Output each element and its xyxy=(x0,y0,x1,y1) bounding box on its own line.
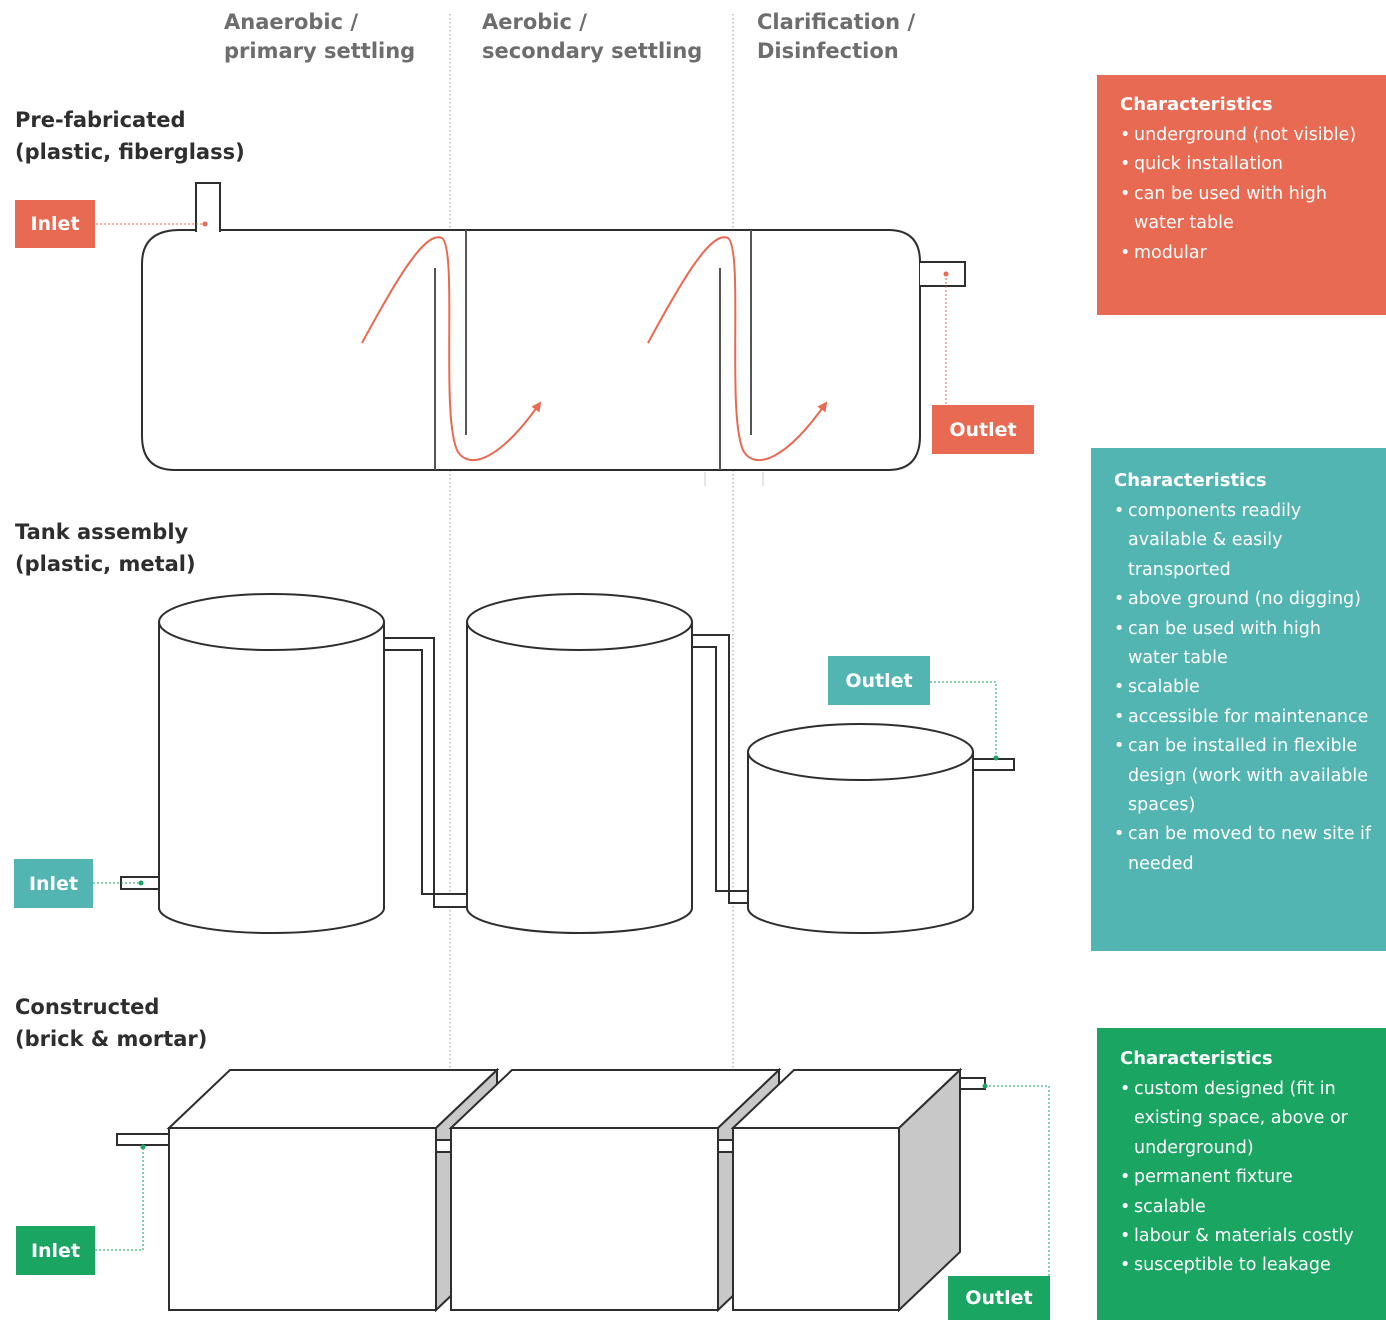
flow-arrow-2 xyxy=(647,236,828,461)
assembly-inlet-tag: Inlet xyxy=(14,859,93,908)
section-title-constructed: Constructed (brick & mortar) xyxy=(15,991,207,1055)
characteristics-list: underground (not visible) quick installa… xyxy=(1120,121,1374,268)
prefabricated-tank xyxy=(141,182,966,486)
section-title-line: Tank assembly xyxy=(15,520,189,544)
stage-header-clarification: Clarification / Disinfection xyxy=(757,8,915,66)
stage-header-anaerobic: Anaerobic / primary settling xyxy=(224,8,415,66)
characteristic-item: accessible for maintenance xyxy=(1114,703,1376,733)
section-title-line: (brick & mortar) xyxy=(15,1027,208,1051)
characteristic-item: can be used with high water table xyxy=(1120,180,1374,239)
characteristics-list: components readily available & easily tr… xyxy=(1114,497,1376,879)
characteristic-item: components readily available & easily tr… xyxy=(1114,497,1376,585)
stage-header-line: primary settling xyxy=(224,39,416,63)
constructed-chambers xyxy=(116,1067,986,1313)
characteristic-item: scalable xyxy=(1114,673,1376,703)
prefab-inlet-pipe xyxy=(195,182,221,232)
characteristic-item: can be moved to new site if needed xyxy=(1114,820,1376,879)
characteristic-item: permanent fixture xyxy=(1120,1163,1380,1193)
section-title-line: Constructed xyxy=(15,995,160,1019)
constructed-inlet-tag: Inlet xyxy=(16,1226,95,1275)
characteristic-item: quick installation xyxy=(1120,150,1374,180)
characteristics-card-prefabricated: Characteristics underground (not visible… xyxy=(1097,75,1386,315)
characteristics-title: Characteristics xyxy=(1120,1048,1273,1069)
characteristic-item: labour & materials costly xyxy=(1120,1222,1380,1252)
characteristic-item: modular xyxy=(1120,239,1374,269)
stage-header-line: Anaerobic / xyxy=(224,10,359,34)
assembly-outlet-tag: Outlet xyxy=(828,656,930,705)
prefab-inlet-tag: Inlet xyxy=(15,200,95,248)
section-title-prefabricated: Pre-fabricated (plastic, fiberglass) xyxy=(15,104,245,168)
section-title-line: Pre-fabricated xyxy=(15,108,186,132)
section-title-line: (plastic, fiberglass) xyxy=(15,140,245,164)
tank-assembly xyxy=(120,593,1015,934)
flow-arrow-1 xyxy=(361,236,542,461)
characteristic-item: scalable xyxy=(1120,1193,1380,1223)
characteristics-title: Characteristics xyxy=(1120,94,1273,115)
stage-header-line: Clarification / xyxy=(757,10,916,34)
characteristics-card-tank-assembly: Characteristics components readily avail… xyxy=(1091,448,1386,951)
constructed-outlet-tag: Outlet xyxy=(948,1276,1050,1320)
stage-header-line: secondary settling xyxy=(482,39,703,63)
characteristic-item: susceptible to leakage xyxy=(1120,1251,1380,1281)
characteristics-list: custom designed (fit in existing space, … xyxy=(1120,1075,1380,1281)
characteristic-item: can be used with high water table xyxy=(1114,615,1376,674)
section-title-tank-assembly: Tank assembly (plastic, metal) xyxy=(15,516,196,580)
stage-header-line: Disinfection xyxy=(757,39,899,63)
characteristic-item: can be installed in flexible design (wor… xyxy=(1114,732,1376,820)
prefab-outlet-tag: Outlet xyxy=(932,405,1034,454)
stage-header-line: Aerobic / xyxy=(482,10,587,34)
section-title-line: (plastic, metal) xyxy=(15,552,196,576)
constructed-outlet-leader xyxy=(985,1085,1050,1276)
characteristic-item: custom designed (fit in existing space, … xyxy=(1120,1075,1380,1163)
characteristics-card-constructed: Characteristics custom designed (fit in … xyxy=(1097,1028,1386,1320)
stage-header-aerobic: Aerobic / secondary settling xyxy=(482,8,702,66)
characteristic-item: above ground (no digging) xyxy=(1114,585,1376,615)
characteristics-title: Characteristics xyxy=(1114,470,1267,491)
assembly-outlet-leader xyxy=(930,681,997,758)
constructed-inlet-leader xyxy=(95,1147,144,1251)
characteristic-item: underground (not visible) xyxy=(1120,121,1374,151)
prefab-outlet-pipe xyxy=(920,261,966,287)
